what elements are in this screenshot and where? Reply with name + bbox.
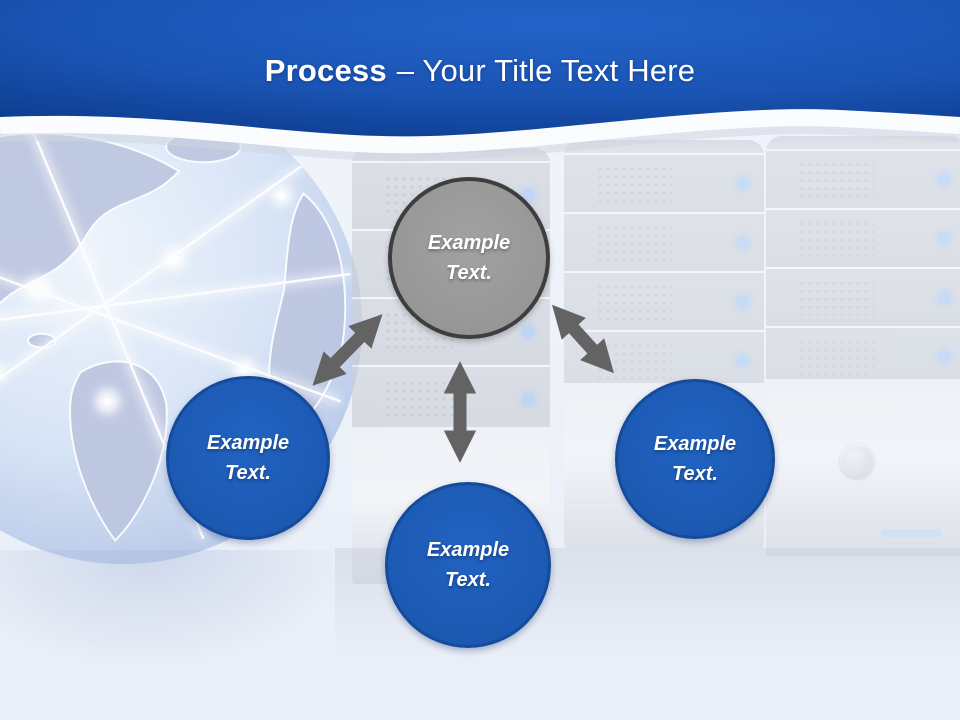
node-label: Example Text.: [428, 228, 510, 288]
led-indicator: [736, 294, 749, 308]
header-white-swoosh: [0, 106, 960, 154]
header-blue-band: [0, 0, 960, 137]
led-indicator: [938, 231, 951, 245]
led-indicator: [736, 235, 749, 249]
process-node-bottom: Example Text.: [385, 482, 551, 648]
vent-grid: [798, 338, 874, 375]
node-label-line1: Example: [653, 433, 737, 455]
led-indicator: [938, 349, 951, 363]
node-label-line1: Example: [426, 539, 510, 561]
server-bay: [766, 210, 960, 269]
led-indicator: [938, 290, 951, 304]
node-label: Example Text.: [654, 429, 736, 489]
node-label-line2: Text.: [445, 569, 491, 591]
server-bay: [766, 328, 960, 387]
vent-grid: [596, 224, 672, 261]
title-emphasis: Process: [264, 53, 387, 88]
power-button: [840, 444, 874, 478]
led-indicator: [938, 172, 951, 186]
vent-grid: [798, 220, 874, 257]
server-bay: [766, 151, 960, 210]
led-indicator: [736, 176, 749, 190]
led-indicator: [522, 325, 535, 338]
node-label-line2: Text.: [446, 262, 492, 284]
title-rest: – Your Title Text Here: [396, 53, 696, 88]
server-bay: [564, 155, 764, 214]
header-wave: [0, 0, 960, 162]
led-indicator: [736, 353, 749, 367]
page-title: Process – Your Title Text Here: [0, 53, 960, 89]
globe-reflection: [0, 550, 360, 670]
node-label-line2: Text.: [225, 462, 271, 484]
server-bay: [564, 214, 764, 273]
vent-grid: [798, 279, 874, 316]
double-arrow-right-icon: [552, 304, 614, 374]
server-bay: [766, 269, 960, 328]
double-arrow-left-icon: [312, 314, 383, 386]
status-strip: [881, 529, 941, 537]
process-node-left: Example Text.: [166, 376, 330, 540]
server-lower-panel: [766, 379, 960, 556]
server-tower-3: [766, 136, 960, 556]
node-label-line2: Text.: [672, 463, 718, 485]
node-label-line1: Example: [206, 432, 290, 454]
led-indicator: [522, 393, 535, 406]
process-node-right: Example Text.: [615, 379, 775, 539]
node-label: Example Text.: [427, 535, 509, 595]
process-node-center: Example Text.: [388, 177, 550, 339]
node-label: Example Text.: [207, 428, 289, 488]
vent-grid: [596, 165, 672, 202]
vent-grid: [798, 161, 874, 198]
server-top-cap: [766, 136, 960, 151]
node-label-line1: Example: [427, 232, 511, 254]
